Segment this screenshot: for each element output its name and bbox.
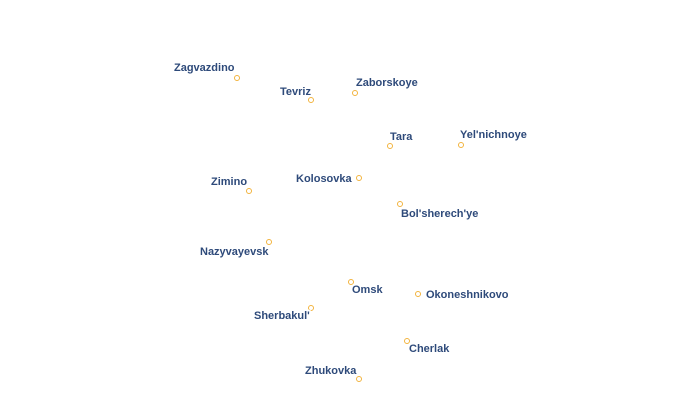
town-marker-bolsherechye[interactable] (397, 201, 403, 207)
town-marker-omsk[interactable] (348, 279, 354, 285)
town-label-omsk: Omsk (352, 284, 383, 296)
town-marker-zagvazdino[interactable] (234, 75, 240, 81)
town-marker-nazyvayevsk[interactable] (266, 239, 272, 245)
town-label-bolsherechye: Bol'sherech'ye (401, 208, 479, 220)
town-marker-cherlak[interactable] (404, 338, 410, 344)
town-marker-zhukovka[interactable] (356, 376, 362, 382)
town-marker-tevriz[interactable] (308, 97, 314, 103)
town-marker-tara[interactable] (387, 143, 393, 149)
town-label-tara: Tara (390, 131, 413, 143)
town-label-yelnichnoye: Yel'nichnoye (460, 129, 527, 141)
town-label-sherbakul: Sherbakul' (254, 310, 310, 322)
town-label-zhukovka: Zhukovka (305, 365, 357, 377)
town-label-zaborskoye: Zaborskoye (356, 77, 418, 89)
town-label-tevriz: Tevriz (280, 86, 311, 98)
town-label-nazyvayevsk: Nazyvayevsk (200, 246, 269, 258)
town-label-okoneshnikovo: Okoneshnikovo (426, 289, 509, 301)
town-label-cherlak: Cherlak (409, 343, 450, 355)
town-label-zimino: Zimino (211, 176, 248, 188)
town-marker-yelnichnoye[interactable] (458, 142, 464, 148)
town-label-kolosovka: Kolosovka (296, 173, 352, 185)
town-label-zagvazdino: Zagvazdino (174, 62, 235, 74)
town-marker-sherbakul[interactable] (308, 305, 314, 311)
town-marker-kolosovka[interactable] (356, 175, 362, 181)
town-marker-zimino[interactable] (246, 188, 252, 194)
town-marker-zaborskoye[interactable] (352, 90, 358, 96)
town-marker-okoneshnikovo[interactable] (415, 291, 421, 297)
